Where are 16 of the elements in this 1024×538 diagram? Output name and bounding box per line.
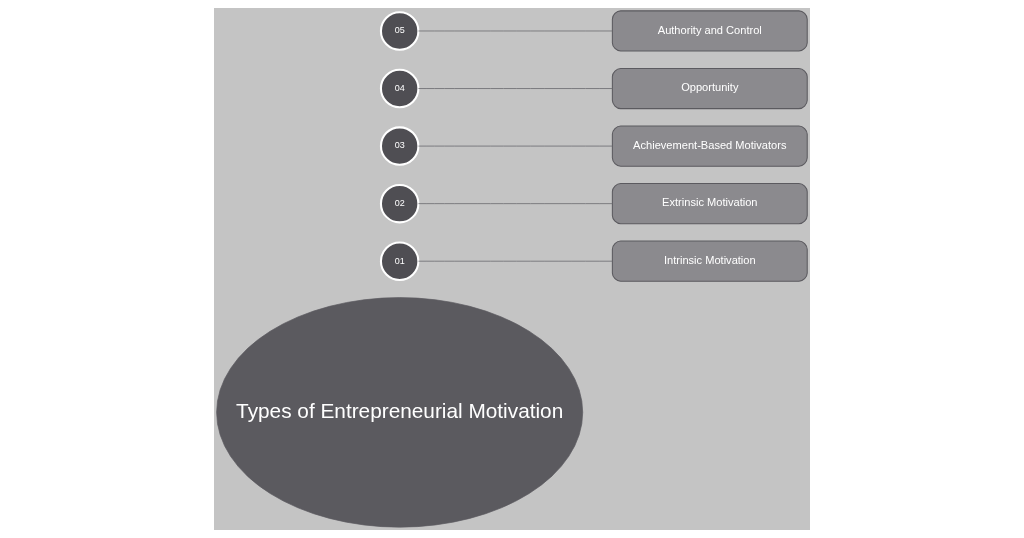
connector: [418, 260, 613, 262]
node-circle: 02: [379, 183, 420, 224]
node-circle: 03: [379, 126, 420, 166]
node-box: Opportunity: [611, 67, 808, 110]
node-box: Intrinsic Motivation: [611, 240, 808, 282]
node-circle: 05: [379, 11, 420, 51]
node-box: Authority and Control: [611, 10, 808, 52]
connector: [418, 203, 613, 205]
node-circle: 04: [379, 68, 420, 109]
connector: [418, 145, 613, 147]
node-box: Extrinsic Motivation: [611, 183, 808, 225]
connector: [418, 88, 613, 89]
node-circle: 01: [379, 241, 420, 281]
node-box: Achievement-Based Motivators: [611, 125, 808, 167]
node-ellipse: Types of Entrepreneurial Motivation: [216, 297, 584, 528]
connector: [418, 30, 613, 32]
